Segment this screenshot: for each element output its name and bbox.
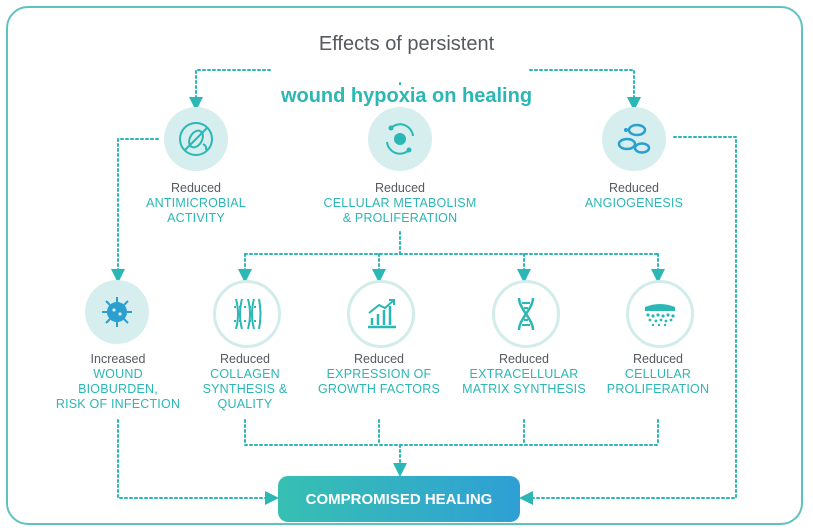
label-angiogenesis-line2: ANGIOGENESIS xyxy=(584,196,684,210)
label-ecm-line3: MATRIX SYNTHESIS xyxy=(462,382,586,396)
label-cellular-metabolism-line3: & PROLIFERATION xyxy=(342,211,458,225)
blood-cells-icon xyxy=(602,107,666,171)
label-antimicrobial-line3: ACTIVITY xyxy=(167,211,225,225)
diagram-frame xyxy=(6,6,803,525)
label-collagen-line3: SYNTHESIS & xyxy=(202,382,288,396)
connector-title-left xyxy=(189,69,271,111)
title-line-2: wound hypoxia on healing xyxy=(0,85,813,108)
label-cellular-metabolism-line2: CELLULAR METABOLISM xyxy=(323,196,477,210)
connector-angiogenesis-to-result xyxy=(519,136,737,505)
label-angiogenesis: Reduced ANGIOGENESIS xyxy=(554,181,714,211)
skin-layer-icon xyxy=(626,280,694,348)
virus-icon xyxy=(85,280,149,344)
label-bioburden-line1: Increased xyxy=(90,352,146,366)
cell-cycle-icon xyxy=(368,107,432,171)
label-bioburden-line3: BIOBURDEN, xyxy=(78,382,158,396)
dna-icon xyxy=(492,280,560,348)
title-line-1: Effects of persistent xyxy=(318,33,495,55)
compromised-healing-box: COMPROMISED HEALING xyxy=(278,476,520,522)
label-growth-factors-line2: EXPRESSION OF xyxy=(326,367,432,381)
label-cellular-proliferation-line3: PROLIFERATION xyxy=(606,382,710,396)
label-collagen-line1: Reduced xyxy=(219,352,271,366)
connector-antimicrobial-to-bioburden xyxy=(111,138,159,283)
connector-title-right xyxy=(529,69,641,111)
label-ecm: Reduced EXTRACELLULAR MATRIX SYNTHESIS xyxy=(444,352,604,397)
label-growth-factors: Reduced EXPRESSION OF GROWTH FACTORS xyxy=(299,352,459,397)
label-ecm-line2: EXTRACELLULAR xyxy=(469,367,579,381)
label-cellular-metabolism-line1: Reduced xyxy=(374,181,426,195)
label-cellular-proliferation-line1: Reduced xyxy=(632,352,684,366)
no-microbe-icon xyxy=(164,107,228,171)
collagen-fibers-icon xyxy=(213,280,281,348)
label-antimicrobial-line2: ANTIMICROBIAL xyxy=(146,196,246,210)
label-collagen-line2: COLLAGEN xyxy=(210,367,280,381)
label-bioburden: Increased WOUND BIOBURDEN, RISK OF INFEC… xyxy=(38,352,198,412)
label-angiogenesis-line1: Reduced xyxy=(608,181,660,195)
label-bioburden-line2: WOUND xyxy=(93,367,143,381)
label-bioburden-line4: RISK OF INFECTION xyxy=(55,397,181,411)
label-ecm-line1: Reduced xyxy=(498,352,550,366)
label-growth-factors-line3: GROWTH FACTORS xyxy=(317,382,440,396)
label-growth-factors-line1: Reduced xyxy=(353,352,405,366)
growth-chart-icon xyxy=(347,280,415,348)
label-antimicrobial-line1: Reduced xyxy=(170,181,222,195)
connector-bioburden-to-result xyxy=(117,419,279,505)
label-cellular-proliferation: Reduced CELLULAR PROLIFERATION xyxy=(578,352,738,397)
label-collagen: Reduced COLLAGEN SYNTHESIS & QUALITY xyxy=(165,352,325,412)
label-collagen-line4: QUALITY xyxy=(217,397,273,411)
label-cellular-proliferation-line2: CELLULAR xyxy=(624,367,692,381)
label-antimicrobial: Reduced ANTIMICROBIAL ACTIVITY xyxy=(116,181,276,226)
title-line-2-text: wound hypoxia on healing xyxy=(272,85,541,107)
label-cellular-metabolism: Reduced CELLULAR METABOLISM & PROLIFERAT… xyxy=(320,181,480,226)
